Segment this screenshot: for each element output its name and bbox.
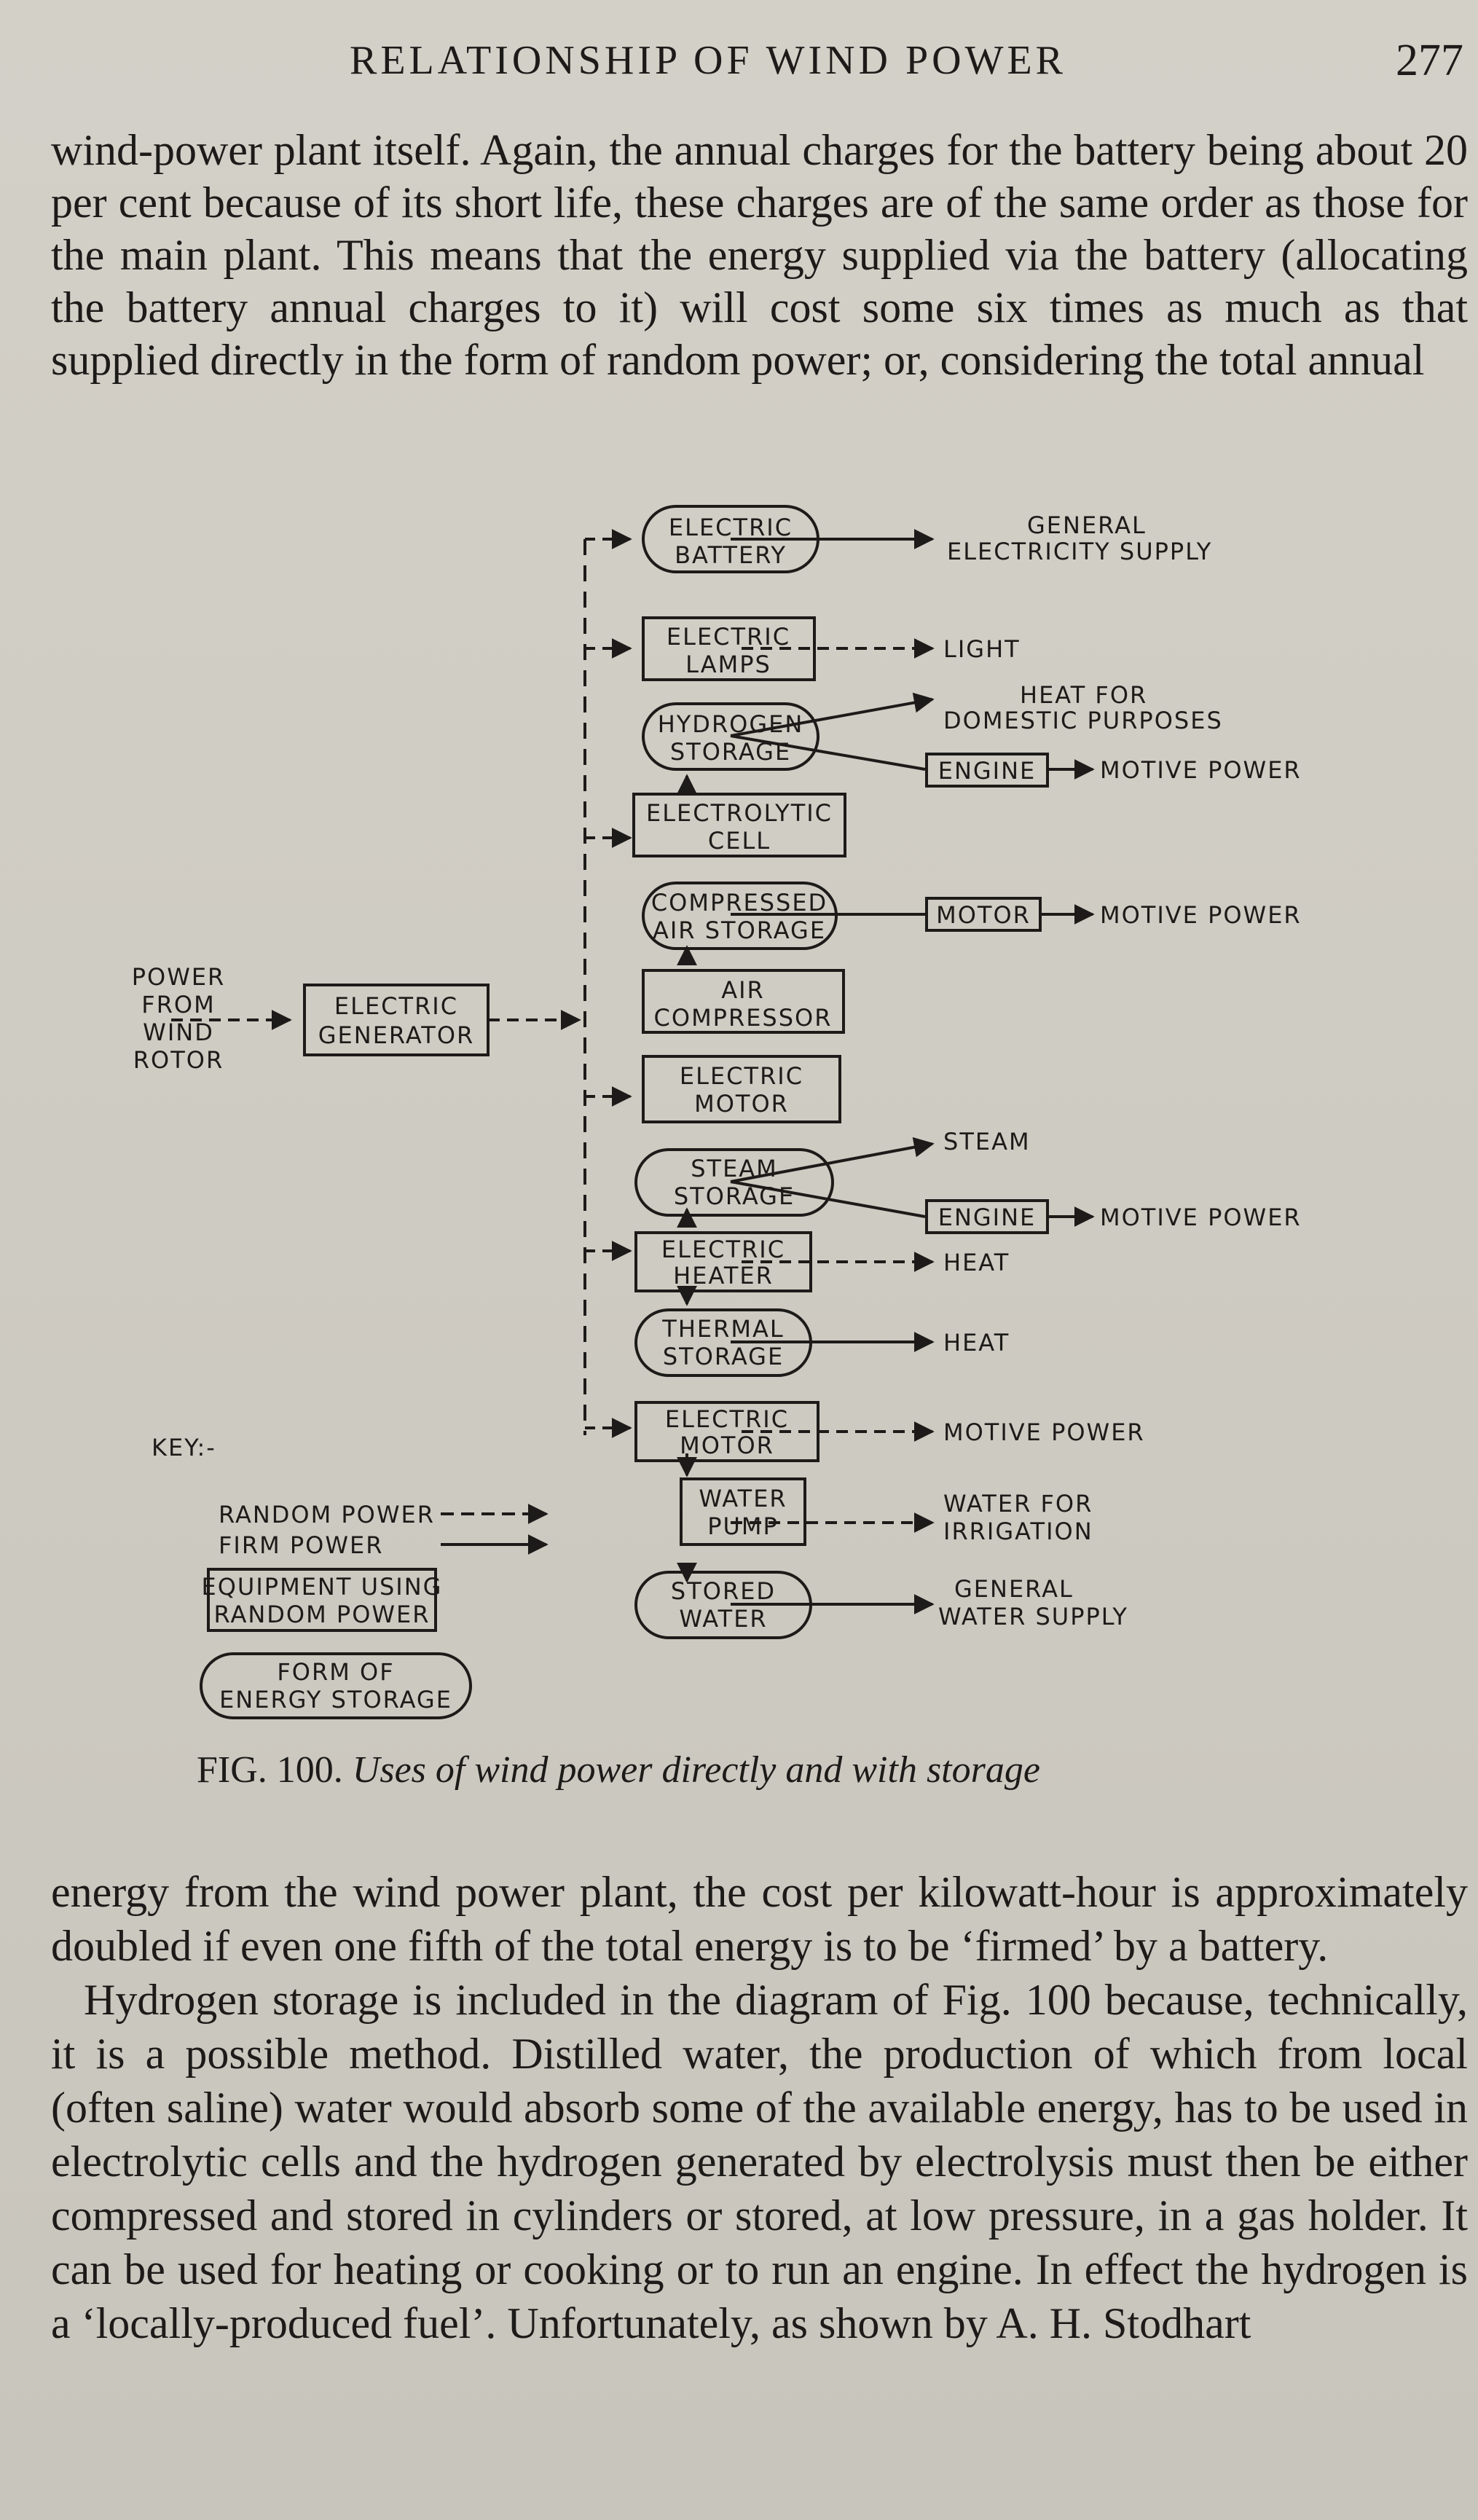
- output-label: WATER FOR: [943, 1490, 1093, 1518]
- battery-storage-box: [642, 505, 819, 573]
- box-label: MOTOR: [694, 1090, 789, 1118]
- box-label: MOTOR: [936, 901, 1031, 929]
- source-label: WIND: [143, 1018, 214, 1046]
- box-outlines: [200, 505, 1049, 1719]
- key-equipment-box: [207, 1568, 437, 1632]
- box-label: ENERGY STORAGE: [219, 1686, 452, 1714]
- caption-text: Uses of wind power directly and with sto…: [352, 1749, 1040, 1791]
- output-label: MOTIVE POWER: [943, 1418, 1145, 1446]
- box-label: ELECTRIC: [667, 623, 790, 651]
- box-label: STEAM: [691, 1155, 778, 1182]
- paragraph-text: energy from the wind power plant, the co…: [51, 1868, 1468, 1970]
- key-title: KEY:-: [152, 1434, 216, 1461]
- box-label: BATTERY: [675, 541, 787, 569]
- box-label: ENGINE: [938, 757, 1037, 785]
- box-label: ENGINE: [938, 1204, 1037, 1231]
- box-label: HYDROGEN: [658, 710, 804, 738]
- flow-diagram: ELECTRIC BATTERY ELECTRIC LAMPS HYDROGEN…: [132, 505, 1302, 1719]
- output-label: HEAT: [943, 1329, 1010, 1357]
- output-label: LIGHT: [943, 635, 1021, 663]
- box-label: AIR STORAGE: [653, 916, 826, 944]
- stored-water-box: [634, 1571, 812, 1639]
- box-label: STORAGE: [670, 738, 791, 766]
- source-label: FROM: [141, 991, 215, 1018]
- paragraph-text: Hydrogen storage is included in the diag…: [51, 1976, 1468, 2347]
- electrolytic-cell-box: [632, 793, 846, 857]
- output-label: GENERAL: [954, 1575, 1074, 1603]
- electric-motor-box-2: [634, 1401, 819, 1462]
- box-label: MOTOR: [680, 1432, 774, 1459]
- engine-box-1: [925, 753, 1049, 788]
- electric-motor-box-1: [642, 1055, 841, 1123]
- box-label: RANDOM POWER: [214, 1601, 431, 1628]
- key-firm-power-label: FIRM POWER: [219, 1531, 383, 1559]
- key-random-power-label: RANDOM POWER: [219, 1501, 435, 1528]
- box-label: PUMP: [707, 1512, 779, 1540]
- output-label: STEAM: [943, 1128, 1031, 1155]
- lamps-box: [642, 616, 816, 681]
- steam-storage-box: [634, 1148, 834, 1217]
- box-label: EQUIPMENT USING: [202, 1573, 443, 1601]
- box-label: STORAGE: [674, 1182, 795, 1210]
- heater-box: [634, 1231, 812, 1292]
- source-label: POWER: [132, 963, 226, 991]
- box-label: ELECTRIC: [661, 1236, 785, 1263]
- random-power-bus: [171, 529, 632, 1438]
- output-label: ELECTRICITY SUPPLY: [947, 538, 1212, 565]
- box-label: ELECTROLYTIC: [646, 799, 833, 827]
- box-label: WATER: [679, 1605, 767, 1633]
- output-label: MOTIVE POWER: [1100, 756, 1302, 784]
- box-label: STORAGE: [663, 1343, 784, 1370]
- body-paragraph-top: wind-power plant itself. Again, the annu…: [51, 124, 1468, 386]
- output-label: GENERAL: [1027, 511, 1147, 539]
- box-label: GENERATOR: [318, 1021, 474, 1049]
- box-label: STORED: [671, 1577, 776, 1605]
- box-label: WATER: [699, 1485, 787, 1512]
- box-label: COMPRESSOR: [654, 1004, 833, 1032]
- box-label: THERMAL: [661, 1315, 784, 1343]
- box-label: FORM OF: [277, 1658, 394, 1686]
- box-label: ELECTRIC: [665, 1405, 789, 1433]
- box-label: AIR: [721, 976, 765, 1004]
- output-label: DOMESTIC PURPOSES: [943, 707, 1223, 734]
- source-label: ROTOR: [133, 1046, 224, 1074]
- output-label: HEAT: [943, 1249, 1010, 1276]
- diagram-labels: ELECTRIC BATTERY ELECTRIC LAMPS HYDROGEN…: [202, 514, 1037, 1714]
- hydrogen-storage-box: [642, 702, 819, 771]
- output-labels: GENERAL ELECTRICITY SUPPLY LIGHT HEAT FO…: [152, 511, 1302, 1630]
- box-label: CELL: [708, 827, 771, 855]
- figure-caption: FIG. 100. Uses of wind power directly an…: [197, 1748, 1435, 1791]
- box-label: ELECTRIC: [669, 514, 793, 541]
- generator-box: [303, 984, 490, 1056]
- caption-label: FIG. 100.: [197, 1749, 343, 1791]
- box-label: ELECTRIC: [680, 1062, 803, 1090]
- output-label: MOTIVE POWER: [1100, 1204, 1302, 1231]
- motor-box: [925, 897, 1042, 932]
- key-storage-box: [200, 1652, 472, 1719]
- air-compressor-box: [642, 969, 845, 1034]
- page-number: 277: [1396, 35, 1463, 85]
- running-title: RELATIONSHIP OF WIND POWER: [350, 38, 1066, 83]
- box-label: COMPRESSED: [651, 889, 828, 916]
- box-label: LAMPS: [685, 651, 771, 678]
- body-paragraph-bottom: energy from the wind power plant, the co…: [51, 1865, 1468, 2350]
- box-label: HEATER: [673, 1262, 774, 1290]
- page-header: RELATIONSHIP OF WIND POWER 277: [350, 28, 1463, 93]
- compressed-air-box: [642, 882, 838, 950]
- box-label: ELECTRIC: [334, 992, 458, 1020]
- output-label: IRRIGATION: [943, 1518, 1093, 1545]
- output-label: MOTIVE POWER: [1100, 901, 1302, 929]
- output-label: HEAT FOR: [1020, 681, 1147, 709]
- output-label: WATER SUPPLY: [938, 1603, 1128, 1630]
- source-labels: POWER FROM WIND ROTOR: [132, 963, 226, 1074]
- thermal-storage-box: [634, 1308, 812, 1377]
- engine-box-2: [925, 1199, 1049, 1234]
- paragraph-text: wind-power plant itself. Again, the annu…: [51, 126, 1468, 384]
- water-pump-box: [680, 1477, 806, 1546]
- figure-100-diagram: ELECTRIC BATTERY ELECTRIC LAMPS HYDROGEN…: [117, 495, 1355, 1748]
